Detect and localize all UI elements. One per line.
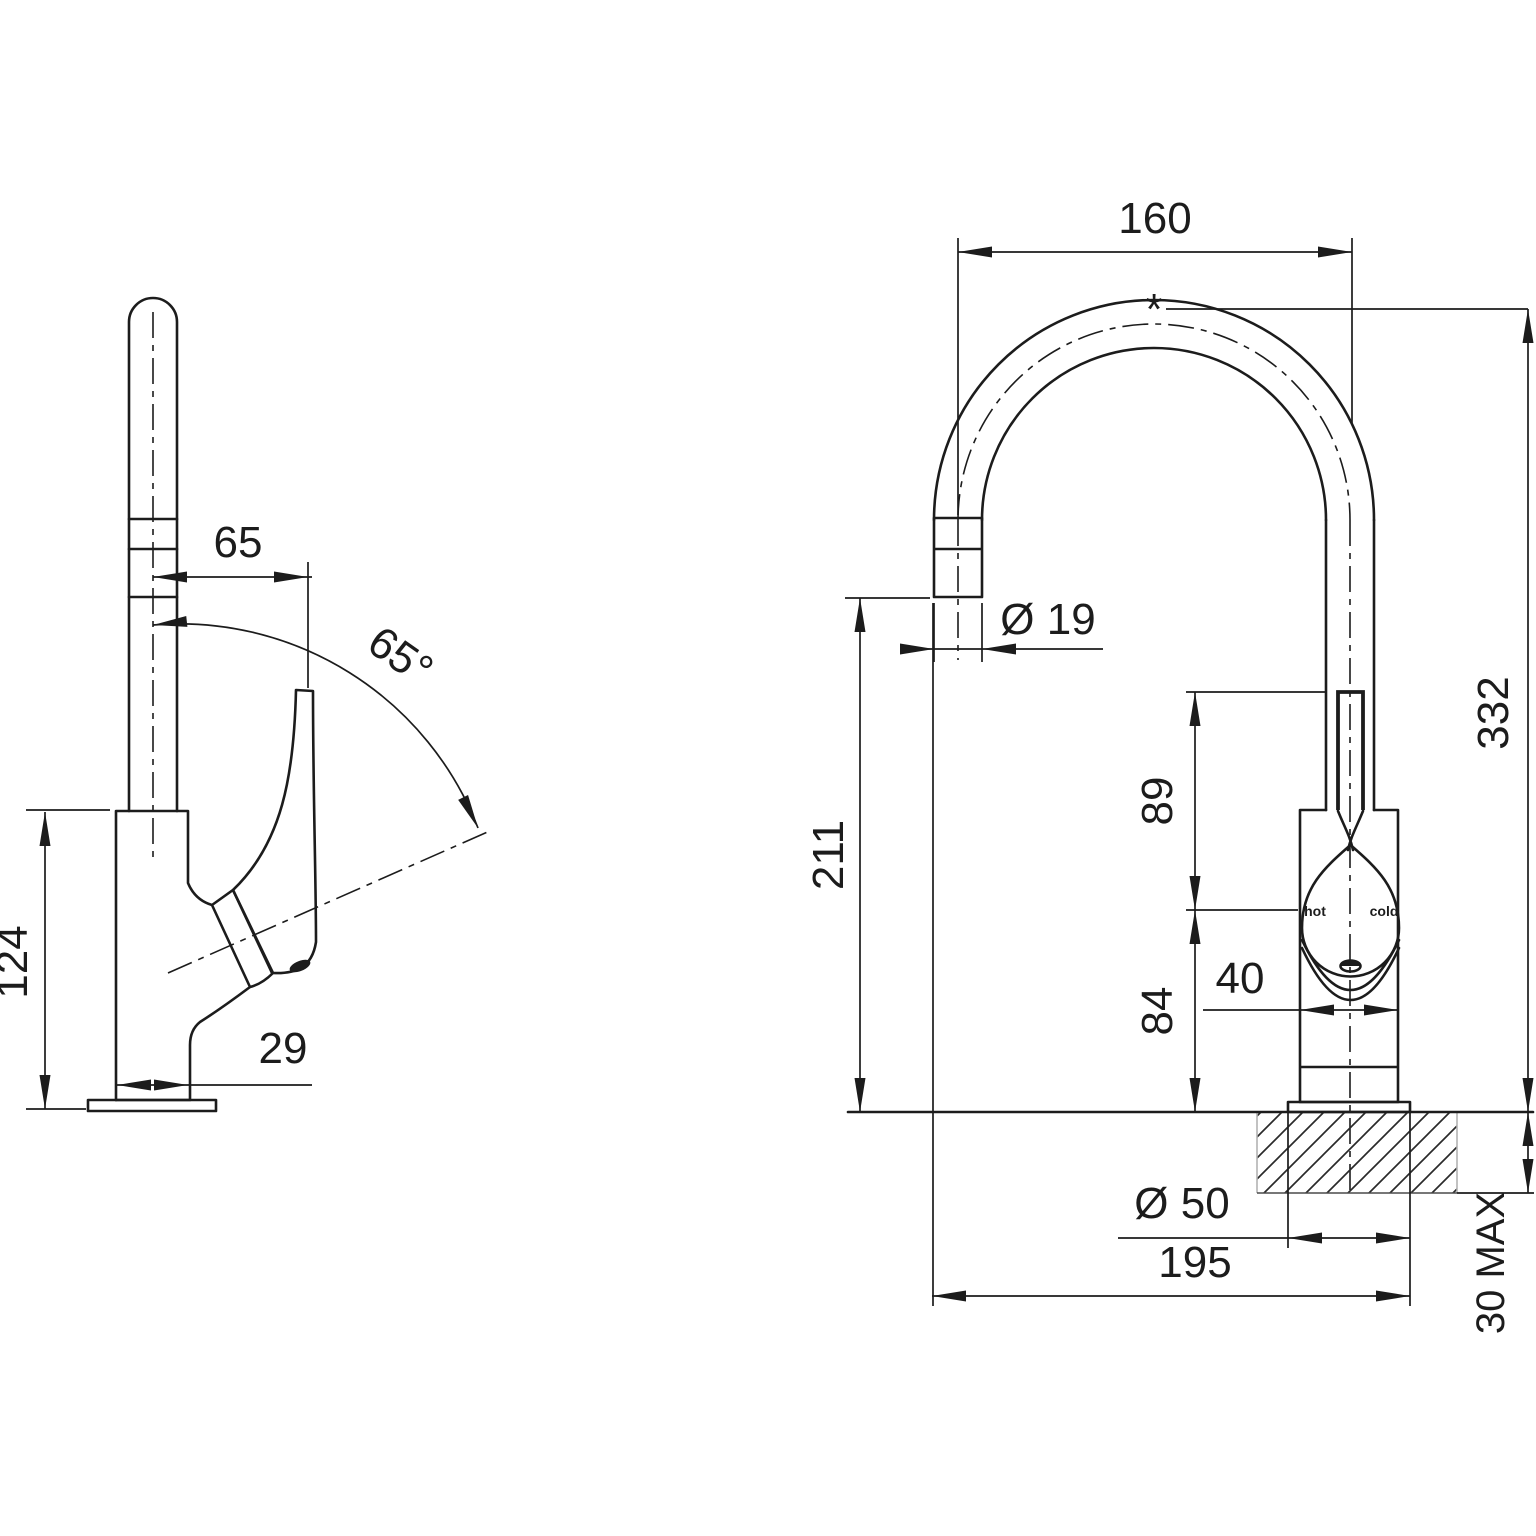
gooseneck-inner-arc <box>980 346 1328 522</box>
arrowheads <box>39 812 51 1109</box>
hot-label: hot <box>1304 903 1326 919</box>
dim-overall-projection: 195 <box>932 603 1411 1306</box>
dim-lines <box>1457 1112 1534 1194</box>
dim-mount-height: 124 <box>0 809 110 1110</box>
dim-base-diameter: Ø 50 <box>1118 1112 1410 1248</box>
arrowhead-start <box>153 615 188 627</box>
dim-lower-section: 84 <box>1133 910 1201 1112</box>
apex-marker: * <box>1145 285 1162 334</box>
spout-aerator <box>932 516 984 599</box>
dim-lines <box>26 809 110 1110</box>
handle-teardrop <box>1300 843 1401 978</box>
dim-body-depth: 29 <box>117 1024 312 1091</box>
side-spout-tube <box>127 296 179 813</box>
arrowheads <box>1300 1004 1398 1016</box>
mixer-body <box>1298 808 1400 1104</box>
dim-handle-angle: 65° <box>152 615 479 829</box>
bench-hatch <box>1257 1112 1457 1193</box>
bench-section <box>846 1110 1535 1194</box>
gooseneck-outer-arc <box>932 298 1376 522</box>
gooseneck-right-leg <box>1324 518 1376 812</box>
dim-handle-offset: 65 <box>153 518 312 688</box>
dim-body-width: 40 <box>1203 954 1398 1016</box>
dim-spout-reach: 160 <box>957 194 1353 515</box>
dim-spout-height: 211 <box>804 597 930 1112</box>
dim-upper-section: 89 <box>1133 691 1327 911</box>
dim-overall-height-label: 332 <box>1469 676 1518 749</box>
side-base-plate <box>86 1098 218 1113</box>
dim-base-diameter-label: Ø 50 <box>1134 1179 1229 1228</box>
arrowheads <box>153 571 308 583</box>
side-body-upper <box>114 809 214 1102</box>
dim-upper-section-label: 89 <box>1133 777 1182 826</box>
dim-lower-section-label: 84 <box>1133 987 1182 1036</box>
dim-bench-thickness-label: 30 MAX <box>1469 1192 1513 1334</box>
dim-lines <box>1186 691 1327 911</box>
dim-lines <box>845 597 930 1112</box>
dim-overall-projection-label: 195 <box>1158 1238 1231 1287</box>
arrowheads <box>900 643 1016 655</box>
dim-mount-height-label: 124 <box>0 925 37 998</box>
bench-side-edges <box>1256 1112 1458 1193</box>
dim-spout-height-label: 211 <box>804 820 853 890</box>
dim-bench-thickness: 30 MAX <box>1457 1112 1534 1334</box>
cold-label: cold <box>1370 903 1399 919</box>
side-handle-lever <box>231 688 318 975</box>
dim-lines <box>957 238 1353 515</box>
arrowheads <box>1522 1112 1534 1193</box>
dim-lines <box>1166 308 1529 1112</box>
dim-body-width-label: 40 <box>1216 954 1265 1003</box>
side-body-lower <box>114 985 252 1102</box>
handle-base-rings <box>1300 938 1401 1002</box>
dim-overall-height: 332 <box>1166 308 1534 1112</box>
dim-handle-offset-label: 65 <box>214 518 263 567</box>
arrowhead-end <box>458 795 478 828</box>
angle-arc <box>152 623 479 829</box>
gooseneck-centerline-arc <box>957 323 1351 521</box>
dim-spout-reach-label: 160 <box>1118 194 1191 243</box>
dim-spout-diameter-label: Ø 19 <box>1000 595 1095 644</box>
arrowheads <box>117 1079 188 1091</box>
dim-spout-diameter: Ø 19 <box>900 595 1103 662</box>
dim-body-depth-label: 29 <box>259 1024 308 1073</box>
dim-handle-angle-label: 65° <box>359 617 442 695</box>
front-view: hot cold * <box>932 285 1412 1190</box>
side-handle-axis-line <box>167 829 493 974</box>
dim-lines <box>1118 1112 1410 1248</box>
indicator-dot-fill <box>1340 960 1361 966</box>
side-view <box>86 296 493 1113</box>
dim-lines <box>932 603 1411 1306</box>
front-base-plate <box>1286 1100 1412 1114</box>
side-handle-collar <box>210 888 275 989</box>
side-indicator-dot <box>289 959 311 973</box>
arrowheads <box>1288 1232 1410 1244</box>
